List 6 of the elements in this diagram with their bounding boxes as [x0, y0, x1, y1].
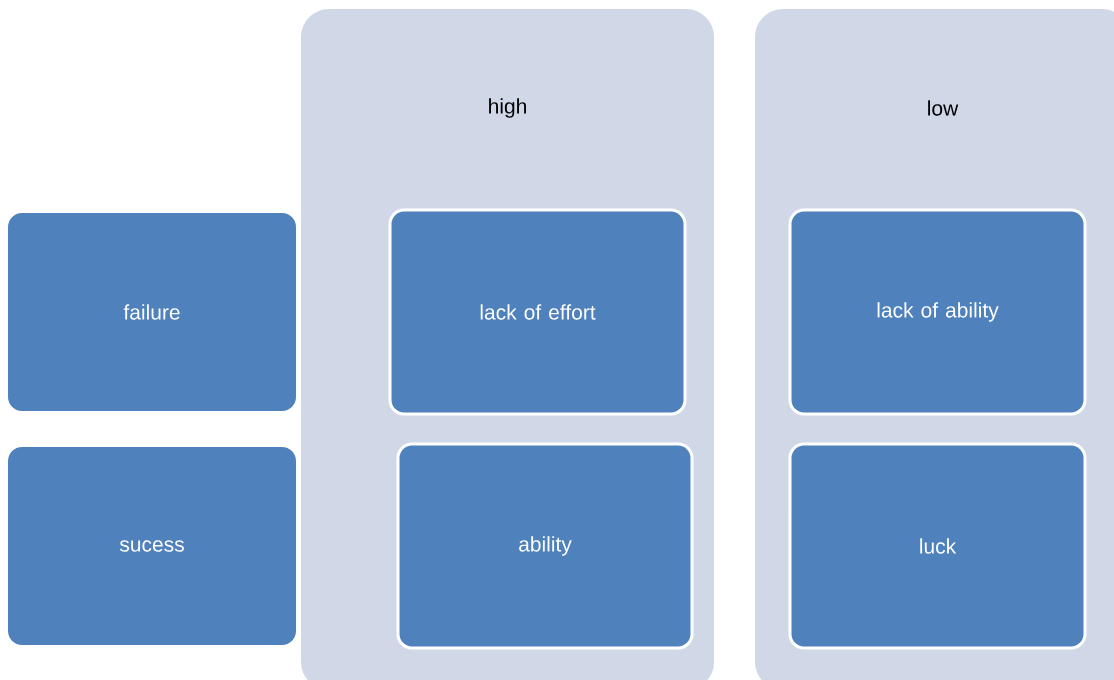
category-box: failure — [8, 213, 296, 411]
category-box: lack of effort — [388, 208, 687, 416]
category-box: ability — [396, 442, 694, 650]
category-box: sucess — [8, 447, 296, 645]
category-box: lack of ability — [788, 208, 1087, 416]
category-box: luck — [788, 442, 1087, 650]
